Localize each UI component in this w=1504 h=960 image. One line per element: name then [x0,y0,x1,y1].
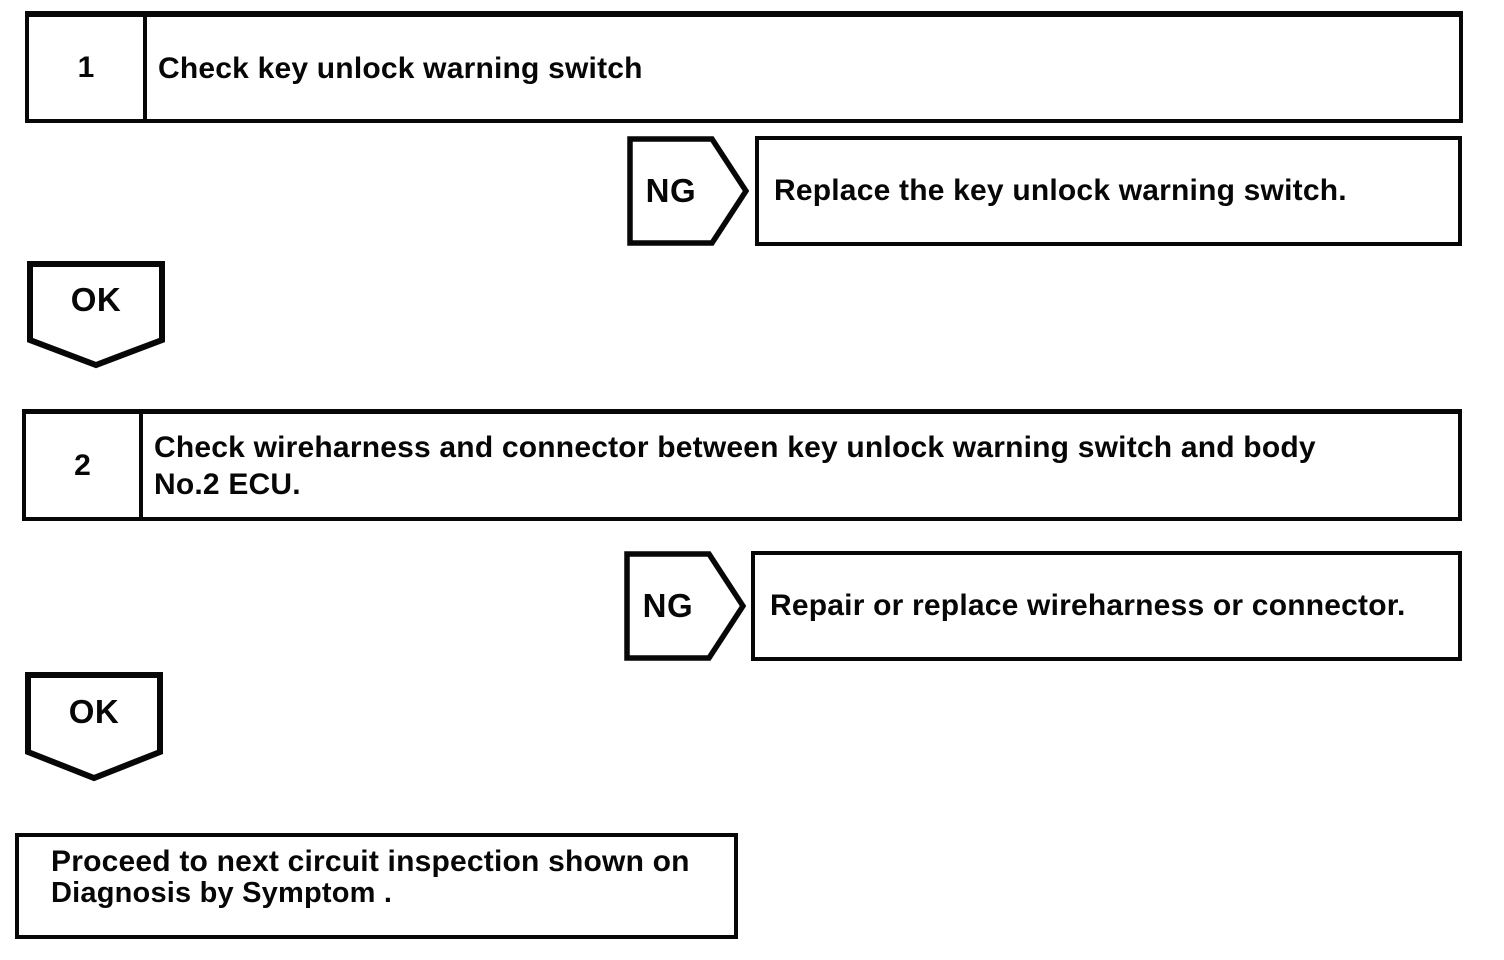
step-2-ng-action-box: Repair or replace wireharness or connect… [751,551,1462,661]
step-1-box: 1 Check key unlock warning switch [25,11,1463,123]
step-1-ng-label: NG [645,172,697,209]
final-result-box: Proceed to next circuit inspection shown… [15,833,738,939]
step-1-number: 1 [29,17,147,119]
step-2-instruction-line-2: No.2 ECU. [154,467,301,501]
ng-right-arrow-shape [624,551,746,661]
step-2-ng-action-text: Repair or replace wireharness or connect… [770,589,1406,622]
final-result-line-1: Proceed to next circuit inspection shown… [51,845,690,878]
step-1-instruction: Check key unlock warning switch [147,17,1459,119]
step-2-ng-label: NG [642,587,694,624]
step-1-ok-connector: OK [27,261,165,369]
ok-down-arrow-shape [27,261,165,369]
final-result-line-2: Diagnosis by Symptom . [51,877,393,909]
ok-down-arrow-shape [25,672,163,782]
step-2-number: 2 [26,414,143,517]
step-1-ng-connector: NG [627,136,749,246]
step-2-instruction-line-1: Check wireharness and connector between … [154,430,1316,464]
step-2-ng-connector: NG [624,551,746,661]
ng-right-arrow-shape [627,136,749,246]
step-1-ng-action-box: Replace the key unlock warning switch. [755,136,1462,246]
step-1-ng-action-text: Replace the key unlock warning switch. [774,174,1347,207]
step-1-ok-label: OK [70,280,122,318]
step-2-instruction: Check wireharness and connector between … [143,414,1458,517]
step-1-instruction-line: Check key unlock warning switch [158,51,643,85]
step-2-ok-label: OK [68,692,120,730]
step-2-box: 2 Check wireharness and connector betwee… [22,409,1462,521]
step-2-ok-connector: OK [25,672,163,782]
